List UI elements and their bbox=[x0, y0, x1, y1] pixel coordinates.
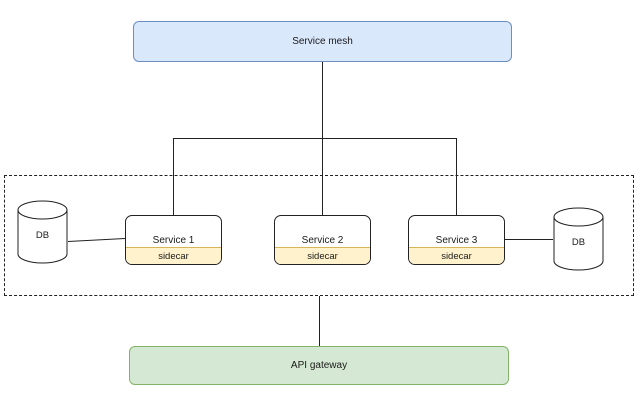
service-mesh-box: Service mesh bbox=[133, 21, 512, 62]
service-mesh-label: Service mesh bbox=[292, 36, 353, 47]
service-2-box: Service 2 sidecar bbox=[274, 215, 371, 265]
database-icon bbox=[17, 200, 68, 264]
service-1-box: Service 1 sidecar bbox=[125, 215, 222, 265]
database-2: DB bbox=[553, 207, 604, 271]
service-1-label: Service 1 bbox=[152, 235, 195, 246]
service-3-label: Service 3 bbox=[435, 235, 478, 246]
service-3-box: Service 3 sidecar bbox=[408, 215, 505, 265]
services-boundary bbox=[4, 175, 634, 296]
database-icon bbox=[553, 207, 604, 271]
service-2-sidecar: sidecar bbox=[275, 247, 370, 264]
service-1-sidecar: sidecar bbox=[126, 247, 221, 264]
service-3-sidecar: sidecar bbox=[409, 247, 504, 264]
database-2-label: DB bbox=[571, 237, 586, 248]
service-2-label: Service 2 bbox=[301, 235, 344, 246]
database-1: DB bbox=[17, 200, 68, 264]
connector-db-1 bbox=[67, 238, 126, 242]
api-gateway-box: API gateway bbox=[129, 346, 509, 385]
database-1-label: DB bbox=[35, 230, 50, 241]
api-gateway-label: API gateway bbox=[290, 360, 348, 371]
